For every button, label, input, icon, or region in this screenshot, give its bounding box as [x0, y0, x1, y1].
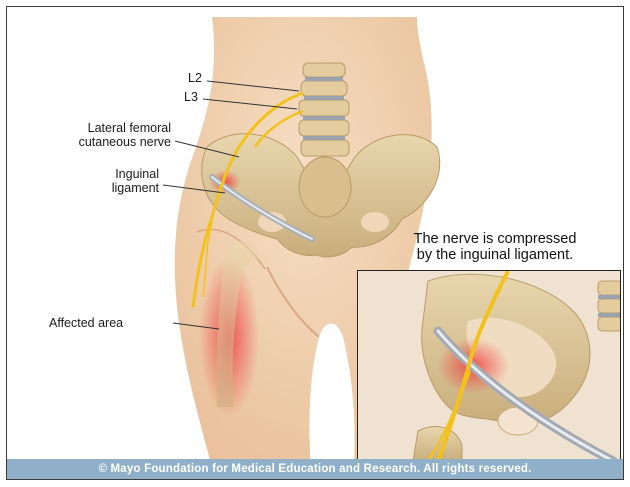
inset-caption-line2: by the inguinal ligament. — [379, 247, 611, 263]
sacrum — [299, 157, 351, 217]
label-l2: L2 — [188, 71, 202, 85]
label-inguinal-line1: Inguinal — [77, 167, 159, 181]
illustration-frame: L2 L3 Lateral femoral cutaneous nerve In… — [6, 6, 624, 480]
label-lfcn-line1: Lateral femoral — [31, 121, 171, 135]
label-affected-area: Affected area — [49, 316, 123, 330]
label-l3: L3 — [184, 90, 198, 104]
inset-zoom-panel — [357, 270, 621, 460]
label-inguinal-ligament: Inguinal ligament — [77, 167, 159, 195]
copyright-footer: © Mayo Foundation for Medical Education … — [7, 459, 623, 479]
obturator-foramen-right — [361, 212, 389, 232]
inset-illustration — [358, 271, 621, 460]
label-inguinal-line2: ligament — [77, 181, 159, 195]
inset-caption: The nerve is compressed by the inguinal … — [379, 231, 611, 263]
label-lfcn-line2: cutaneous nerve — [31, 135, 171, 149]
lumbar-spine — [299, 63, 349, 156]
label-lateral-femoral-cutaneous-nerve: Lateral femoral cutaneous nerve — [31, 121, 171, 149]
inset-caption-line1: The nerve is compressed — [379, 231, 611, 247]
